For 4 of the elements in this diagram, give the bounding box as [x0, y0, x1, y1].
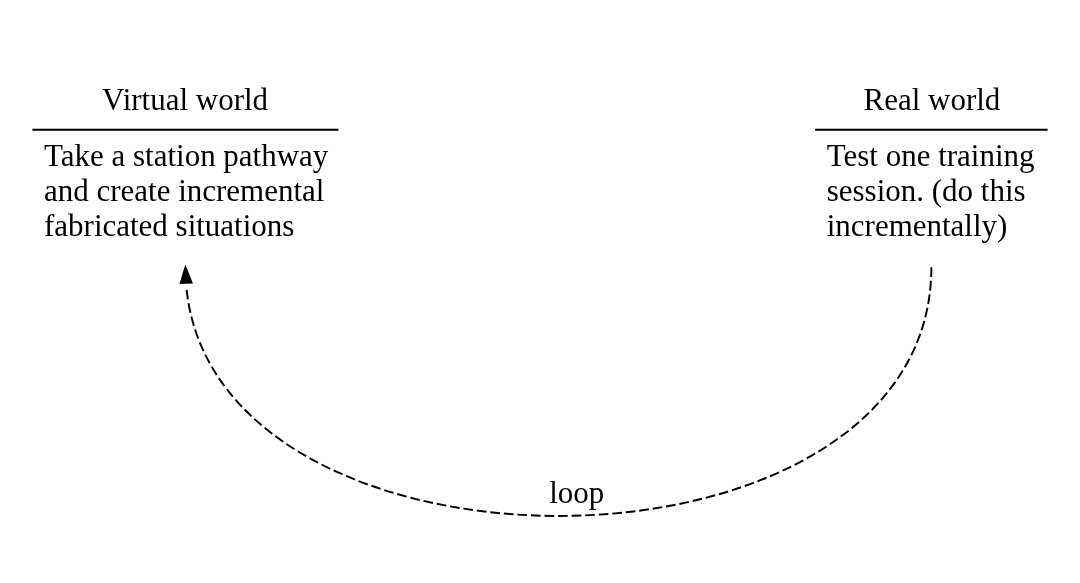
node-text: Real world Test one training session. (do this incrementally) — [826, 81, 1035, 243]
arrow — [179, 263, 933, 517]
edge-label: loop — [549, 474, 605, 510]
node-text: Virtual world Take a station pathway and create incremental fabricated situations — [44, 81, 329, 243]
